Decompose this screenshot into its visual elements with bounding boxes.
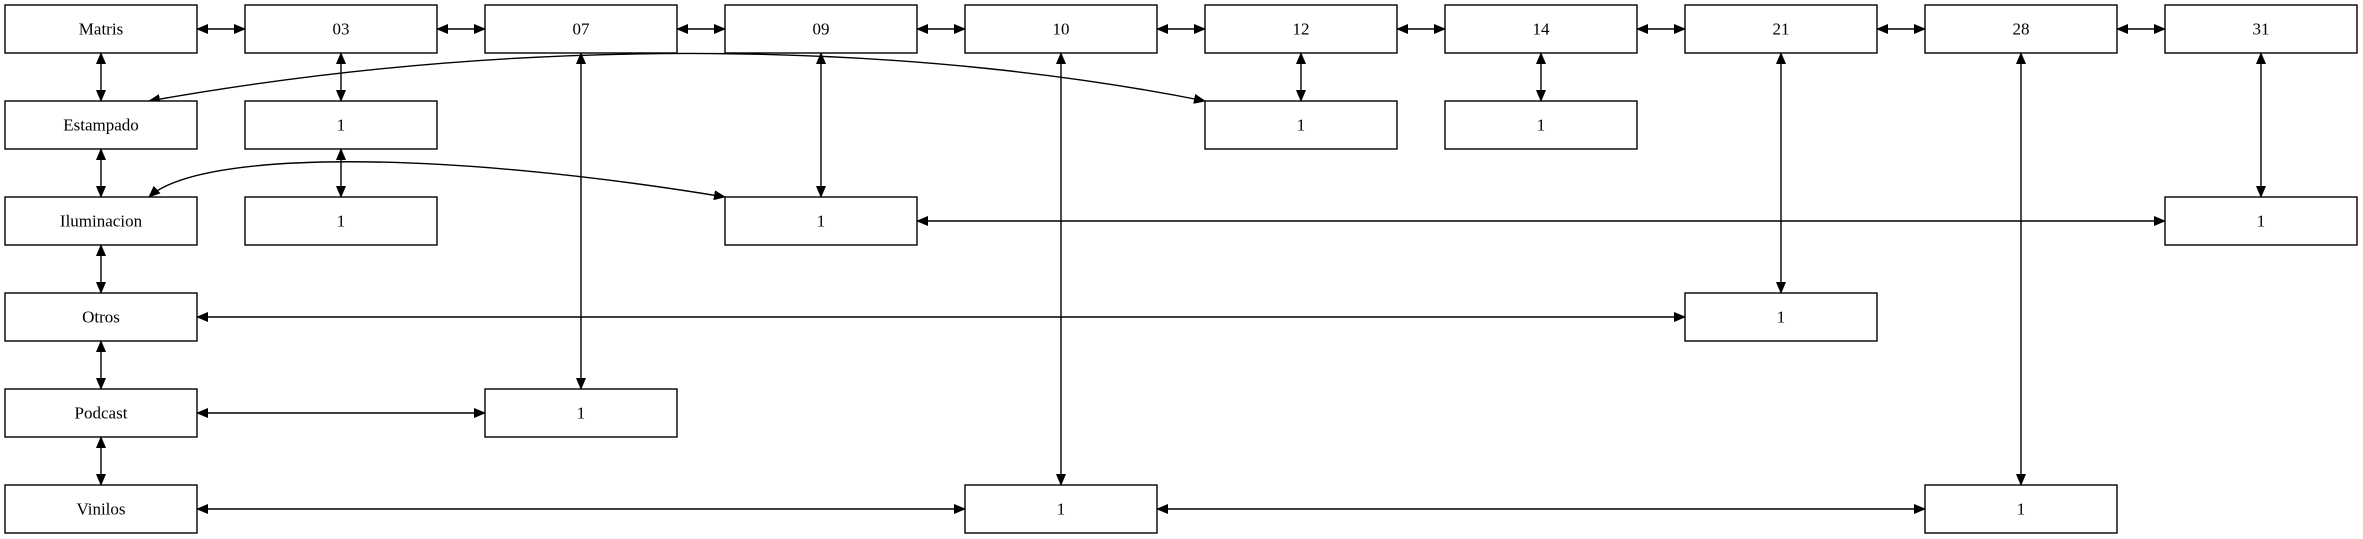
node-box xyxy=(4,484,198,534)
node-box xyxy=(244,100,438,150)
node-label: 10 xyxy=(1053,20,1070,39)
node-c-28-r5: 1 xyxy=(1924,484,2118,534)
node-label: Vinilos xyxy=(76,500,125,519)
node-box xyxy=(1684,4,1878,54)
node-box xyxy=(244,196,438,246)
node-label: Otros xyxy=(82,308,120,327)
node-d14: 14 xyxy=(1444,4,1638,54)
node-matris: Matris xyxy=(4,4,198,54)
nodes-layer: Matris 03 07 09 10 12 14 21 28 31EstampadoIlumina… xyxy=(4,4,2358,534)
node-box xyxy=(484,388,678,438)
node-box xyxy=(724,196,918,246)
node-d09: 09 xyxy=(724,4,918,54)
node-label: 1 xyxy=(577,404,586,423)
node-label: Podcast xyxy=(75,404,128,423)
node-c-07-r4: 1 xyxy=(484,388,678,438)
node-label: 12 xyxy=(1293,20,1310,39)
node-box xyxy=(4,196,198,246)
node-d28: 28 xyxy=(1924,4,2118,54)
node-label: Estampado xyxy=(63,116,139,135)
node-label: Matris xyxy=(79,20,123,39)
node-box xyxy=(244,4,438,54)
node-label: 07 xyxy=(573,20,591,39)
node-d31: 31 xyxy=(2164,4,2358,54)
node-label: 14 xyxy=(1533,20,1551,39)
node-box xyxy=(724,4,918,54)
node-c-14-r1: 1 xyxy=(1444,100,1638,150)
node-box xyxy=(4,4,198,54)
node-box xyxy=(1204,4,1398,54)
node-label: 28 xyxy=(2013,20,2030,39)
edges-layer xyxy=(96,24,2266,514)
node-box xyxy=(964,484,1158,534)
node-d21: 21 xyxy=(1684,4,1878,54)
node-box xyxy=(2164,4,2358,54)
node-label: 1 xyxy=(337,212,346,231)
node-otros: Otros xyxy=(4,292,198,342)
edge-iluminacion-c_09_r2 xyxy=(148,161,726,201)
node-iluminacion: Iluminacion xyxy=(4,196,198,246)
node-c-21-r3: 1 xyxy=(1684,292,1878,342)
node-c-09-r2: 1 xyxy=(724,196,918,246)
node-box xyxy=(4,292,198,342)
node-box xyxy=(1444,4,1638,54)
node-box xyxy=(964,4,1158,54)
node-d12: 12 xyxy=(1204,4,1398,54)
node-label: 03 xyxy=(333,20,350,39)
node-c-31-r2: 1 xyxy=(2164,196,2358,246)
node-estampado: Estampado xyxy=(4,100,198,150)
node-label: 1 xyxy=(1057,500,1066,519)
node-label: 1 xyxy=(337,116,346,135)
node-label: 31 xyxy=(2253,20,2270,39)
node-c-03-r1: 1 xyxy=(244,100,438,150)
node-box xyxy=(2164,196,2358,246)
node-box xyxy=(484,4,678,54)
node-box xyxy=(1924,484,2118,534)
node-d03: 03 xyxy=(244,4,438,54)
node-label: 1 xyxy=(2017,500,2026,519)
node-label: Iluminacion xyxy=(60,212,143,231)
node-c-03-r2: 1 xyxy=(244,196,438,246)
node-label: 1 xyxy=(2257,212,2266,231)
node-label: 09 xyxy=(813,20,830,39)
node-box xyxy=(1204,100,1398,150)
node-label: 1 xyxy=(817,212,826,231)
node-box xyxy=(1684,292,1878,342)
edge-estampado-c_12_r1 xyxy=(148,52,1206,105)
node-box xyxy=(1924,4,2118,54)
node-label: 21 xyxy=(1773,20,1790,39)
node-d10: 10 xyxy=(964,4,1158,54)
node-vinilos: Vinilos xyxy=(4,484,198,534)
node-label: 1 xyxy=(1297,116,1306,135)
node-c-12-r1: 1 xyxy=(1204,100,1398,150)
node-box xyxy=(4,388,198,438)
node-podcast: Podcast xyxy=(4,388,198,438)
node-box xyxy=(1444,100,1638,150)
node-d07: 07 xyxy=(484,4,678,54)
node-box xyxy=(4,100,198,150)
node-label: 1 xyxy=(1777,308,1786,327)
node-label: 1 xyxy=(1537,116,1546,135)
node-c-10-r5: 1 xyxy=(964,484,1158,534)
